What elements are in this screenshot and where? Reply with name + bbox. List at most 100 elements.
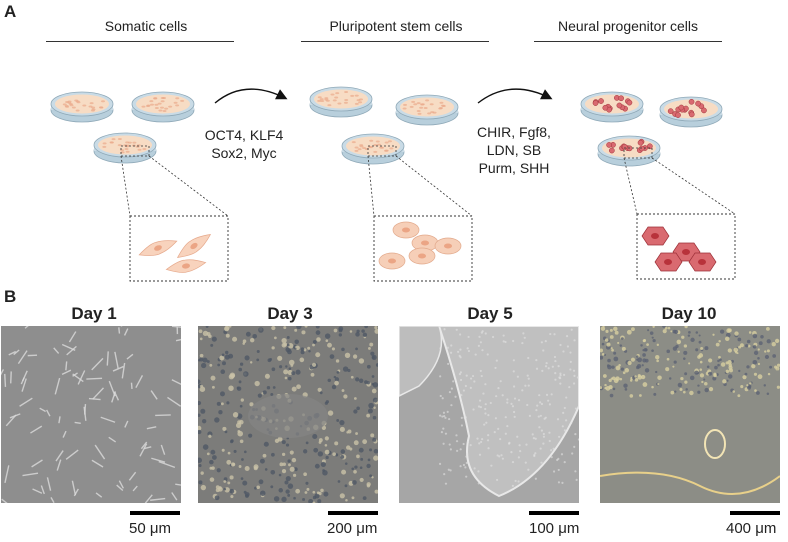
cell-process <box>121 362 126 379</box>
cell-dot <box>471 374 475 378</box>
cell-dot <box>531 433 534 436</box>
cell-dot <box>637 357 643 363</box>
cell-dot <box>486 439 490 442</box>
cell-dot <box>249 402 254 407</box>
cell-dot <box>332 452 336 456</box>
cell-dot <box>254 380 260 387</box>
cell-dot <box>725 332 731 338</box>
cell-dot <box>281 342 287 348</box>
cell-dot <box>446 346 449 349</box>
cell-dot <box>484 412 487 415</box>
cell-dot <box>462 389 465 392</box>
cell-dot <box>657 383 660 386</box>
cell-process <box>116 484 124 492</box>
cell-dot <box>646 343 649 347</box>
cell-dot <box>540 461 543 464</box>
cell-dot <box>551 365 554 368</box>
cell-process <box>54 377 61 395</box>
cell-dot <box>657 375 662 380</box>
cell-dot <box>574 407 578 410</box>
cell-dot <box>566 345 569 348</box>
cell-dot <box>214 495 220 501</box>
cell-dot <box>443 415 446 418</box>
cell-dot <box>526 403 529 407</box>
cell-dot <box>484 407 487 411</box>
cell-dot <box>356 406 360 411</box>
cell-dot <box>694 370 699 375</box>
cell-dot <box>527 468 530 471</box>
cell-dot <box>325 455 329 460</box>
cell-dot <box>446 410 449 413</box>
factor-line: Purm, SHH <box>478 160 550 176</box>
cell-dot <box>577 438 579 441</box>
cell-dot <box>518 444 521 447</box>
cell-dot <box>479 406 482 409</box>
cell-process <box>171 492 178 501</box>
cell-dot <box>643 348 648 352</box>
cell-dot <box>369 474 373 478</box>
cell-dot <box>655 370 658 374</box>
cell-dot <box>211 466 215 470</box>
cell-process <box>140 441 148 450</box>
cell-dot <box>464 466 467 469</box>
cell-dot <box>550 393 553 396</box>
panel-b-letter: B <box>4 287 17 306</box>
cell-dot <box>766 349 770 353</box>
cell-process <box>66 345 77 356</box>
cell-dot <box>303 472 307 477</box>
cell-dot <box>454 395 457 398</box>
progenitor-cell-icon <box>654 252 683 272</box>
cell-dot <box>220 402 224 406</box>
cell-process <box>39 407 46 413</box>
micrograph-background <box>600 326 780 503</box>
cell-dot <box>542 435 546 438</box>
cell-dot <box>233 449 237 453</box>
cell-dot <box>512 370 515 373</box>
cell-dot <box>344 484 348 488</box>
cell-dot <box>609 335 614 339</box>
cell-process <box>83 406 87 421</box>
cell-dot <box>465 374 468 377</box>
cell-dot <box>536 404 539 407</box>
cell-dot <box>603 353 607 356</box>
cell-dot <box>695 331 699 334</box>
cell-dot <box>307 346 311 350</box>
cell-process <box>108 436 117 443</box>
cell-dot <box>209 459 214 465</box>
cell-dot <box>465 455 468 458</box>
cell-dot <box>459 465 462 468</box>
cell-dot <box>460 401 463 404</box>
cell-dot <box>367 408 373 414</box>
micrograph-day-3 <box>198 326 378 503</box>
cell-dot <box>751 364 756 369</box>
cell-dot <box>245 331 251 337</box>
scale-bar <box>730 511 780 515</box>
cell-dot <box>771 342 776 347</box>
cell-process <box>31 459 43 468</box>
cell-dot <box>539 447 542 450</box>
cell-dot <box>319 391 323 395</box>
cell-dot <box>502 334 505 337</box>
cell-dot <box>478 335 481 338</box>
cell-dot <box>668 377 672 380</box>
cell-dot <box>308 349 311 353</box>
cell-dot <box>698 340 702 344</box>
cell-dot <box>224 354 230 360</box>
cell-dot <box>619 377 623 381</box>
differentiation-factors: CHIR, Fgf8, LDN, SB Purm, SHH <box>464 123 564 177</box>
cell-process <box>68 331 77 343</box>
cell-dot <box>441 397 444 400</box>
cell-dot <box>570 328 573 331</box>
cell-dot <box>477 344 481 347</box>
cell-dot <box>677 350 680 353</box>
cell-dot <box>278 488 284 493</box>
cell-dot <box>684 326 688 329</box>
cell-dot <box>606 364 610 368</box>
cell-dot <box>662 329 667 334</box>
cell-dot <box>270 485 274 489</box>
cell-dot <box>557 457 560 461</box>
cell-dot <box>563 429 567 432</box>
cell-dot <box>715 342 720 347</box>
cell-dot <box>528 414 532 417</box>
cell-dot <box>527 356 530 360</box>
